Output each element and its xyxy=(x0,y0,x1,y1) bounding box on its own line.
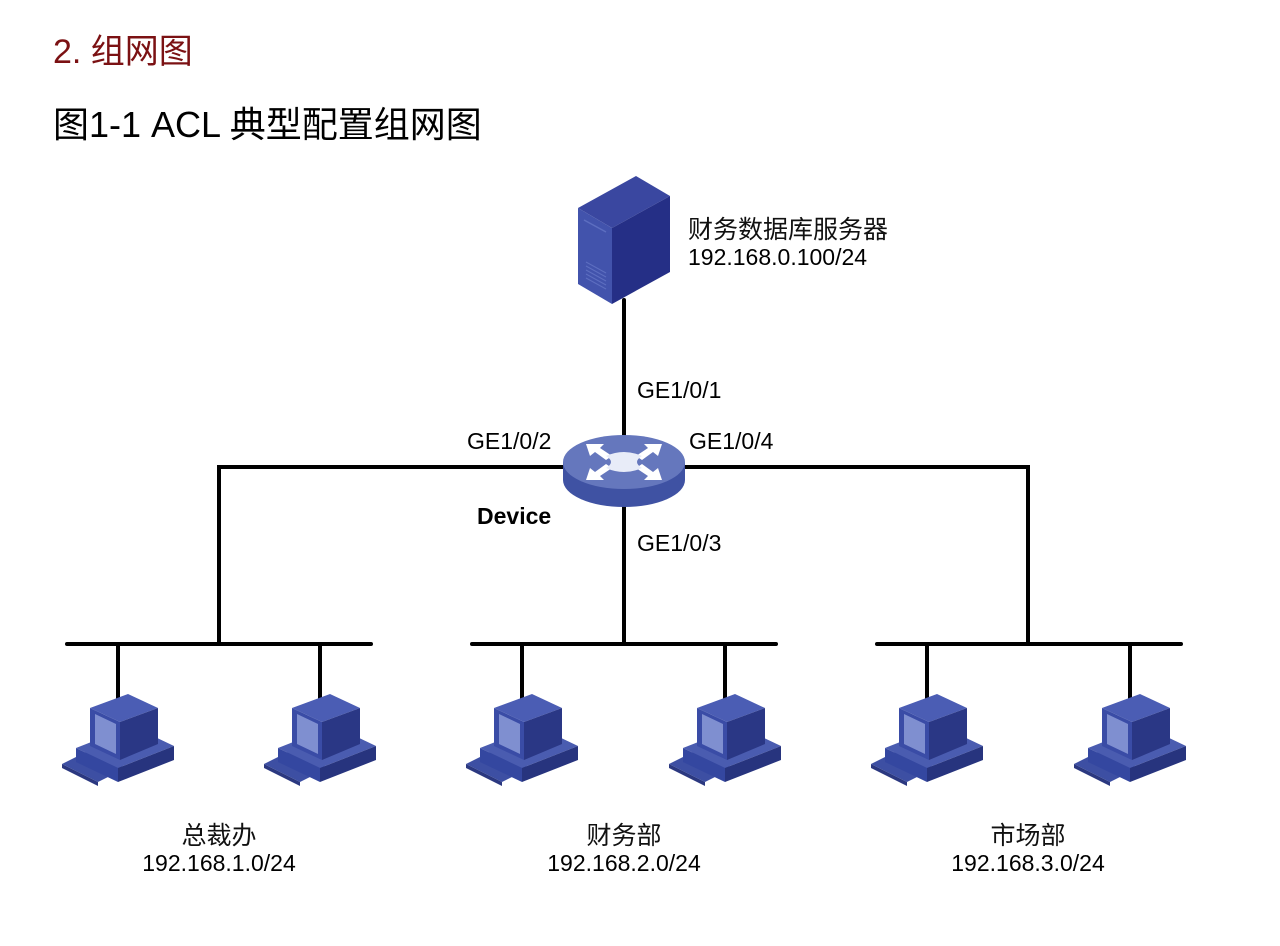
section-heading: 2. 组网图 xyxy=(53,33,193,71)
host-icon xyxy=(62,694,174,786)
switch-icon[interactable] xyxy=(563,435,685,507)
department-subnet: 192.168.2.0/24 xyxy=(547,850,701,876)
server-tower-icon[interactable] xyxy=(578,176,670,304)
link-device-left xyxy=(217,465,567,646)
link-device-right xyxy=(681,465,1030,646)
department-name: 总裁办 xyxy=(181,821,257,850)
host-icon xyxy=(264,694,376,786)
links xyxy=(65,298,1183,702)
department-subnet: 192.168.1.0/24 xyxy=(142,850,296,876)
device-name: Device xyxy=(477,503,552,529)
port-label-right: GE1/0/4 xyxy=(689,428,774,454)
port-label-left: GE1/0/2 xyxy=(467,428,552,454)
server-name: 财务数据库服务器 xyxy=(688,215,889,244)
port-label-up: GE1/0/1 xyxy=(637,377,722,403)
host-icon xyxy=(466,694,578,786)
host-icon xyxy=(1074,694,1186,786)
server-ip: 192.168.0.100/24 xyxy=(688,244,868,270)
port-label-down: GE1/0/3 xyxy=(637,530,722,556)
figure-title: 图1-1 ACL 典型配置组网图 xyxy=(53,104,482,145)
department-name: 财务部 xyxy=(586,821,662,850)
host-icon xyxy=(871,694,983,786)
department-name: 市场部 xyxy=(990,821,1066,850)
host-icon xyxy=(669,694,781,786)
department-subnet: 192.168.3.0/24 xyxy=(951,850,1105,876)
host-icons xyxy=(62,694,1186,786)
